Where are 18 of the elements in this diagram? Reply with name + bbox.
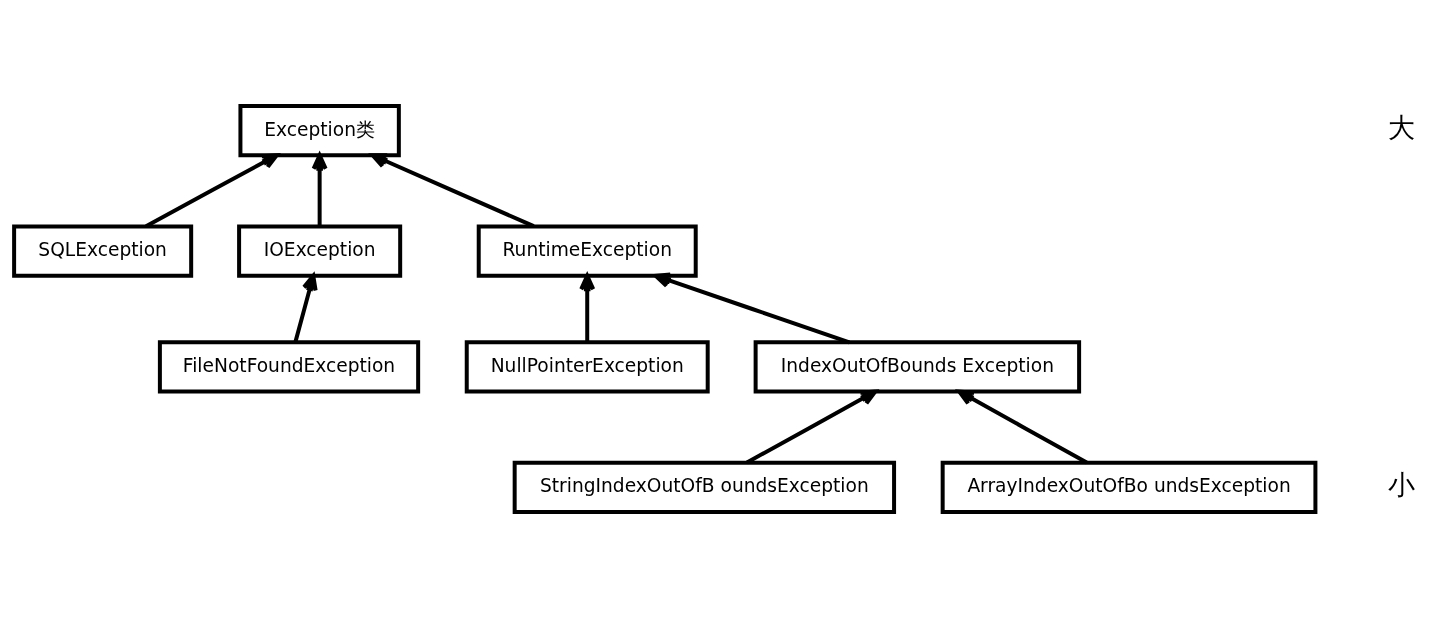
arrow [293,273,318,343]
node-box: NullPointerException [464,340,710,394]
label: 大 [1388,112,1416,144]
arrow [653,272,850,345]
label: 小 [1388,469,1416,501]
arrow [746,389,878,465]
node-box: IOException [237,224,403,278]
arrow [579,273,596,343]
node-box: Exception类 [238,104,401,158]
node-box: SQLException [12,224,194,278]
node-box: IndexOutOfBounds Exception [753,340,1082,394]
node-box: FileNotFoundException [157,340,421,394]
node-box: ArrayIndexOutOfBo undsException [940,460,1318,514]
arrow [145,153,279,228]
node-box: StringIndexOutOfB oundsException [512,460,897,514]
arrow [311,153,328,226]
node-box: RuntimeException [476,224,698,278]
arrow [370,153,535,229]
